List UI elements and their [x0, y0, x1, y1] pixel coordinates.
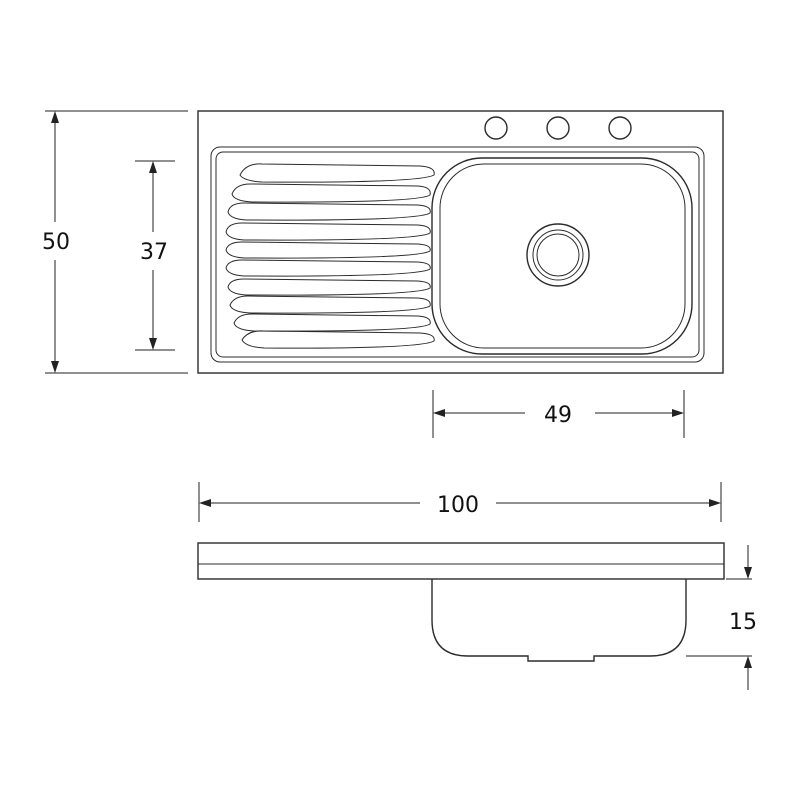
tap-hole-3: [608, 116, 632, 140]
dimension-basin-height: 37: [135, 160, 175, 351]
dimension-label-basin-height: 37: [140, 240, 168, 265]
drain-inner: [536, 233, 580, 277]
drainboard-grooves: [225, 163, 435, 349]
top-view: 50 37 49: [42, 110, 724, 438]
tap-hole-2: [546, 116, 570, 140]
basin-inner: [439, 163, 686, 349]
sink-inner-rim: [210, 146, 705, 363]
sink-inner-rim-2: [215, 151, 700, 358]
dimension-total-width: 100: [198, 482, 722, 522]
dimension-label-total-width: 100: [437, 493, 479, 518]
dimension-label-height: 50: [42, 230, 70, 255]
dimension-depth: 15: [686, 545, 757, 690]
sink-outline: [197, 110, 724, 374]
sink-top-slab: [197, 542, 725, 580]
dimension-basin-width: 49: [432, 390, 685, 438]
dimension-label-basin-width: 49: [544, 403, 572, 428]
drain-middle: [532, 229, 584, 281]
dimension-label-depth: 15: [729, 610, 757, 635]
dimension-height: 50: [42, 110, 188, 374]
side-view: 100 15: [197, 482, 757, 690]
basin-outer: [431, 157, 693, 355]
tap-hole-1: [484, 116, 508, 140]
drain-outer: [526, 223, 590, 287]
bowl-profile: [431, 579, 687, 662]
